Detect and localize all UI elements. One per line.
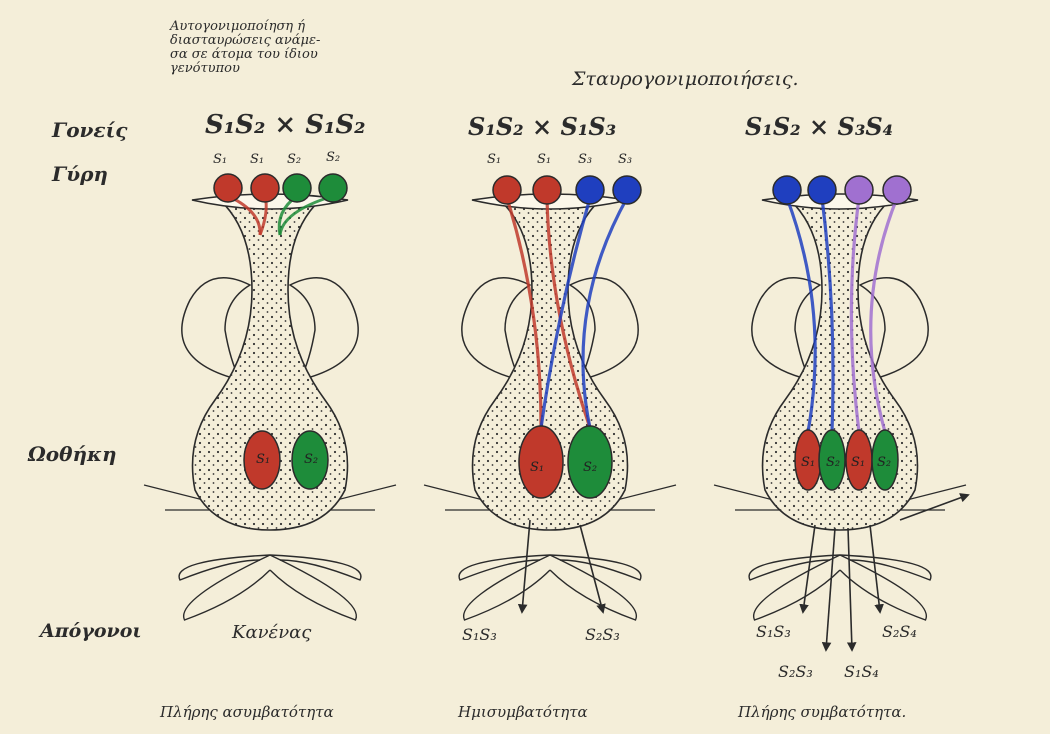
pollen-grain <box>773 176 801 204</box>
pollen-grain <box>883 176 911 204</box>
pollen-grain <box>493 176 521 204</box>
cross-3-offspring-1: S₁S₃ <box>756 622 791 641</box>
self-pollination-note: Αυτογονιμοποίηση ή διασταυρώσεις ανάμε- … <box>170 20 320 76</box>
cross-1-result: Πλήρης ασυμβατότητα <box>160 703 334 721</box>
cross-2-pollen-label-1: S₁ <box>487 152 501 167</box>
cross-2-pollen-label-4: S₃ <box>618 152 632 167</box>
pollen-grain <box>613 176 641 204</box>
cross-1-pollen-label-2: S₁ <box>250 152 264 167</box>
cross-3-ovule-label-2: S₂ <box>826 455 840 470</box>
pollen-grain <box>251 174 279 202</box>
cross-2-offspring-1: S₁S₃ <box>462 625 497 644</box>
offspring-arrow <box>870 525 880 612</box>
petal-outline <box>840 555 931 580</box>
cross-3-ovule-label-3: S₁ <box>851 455 865 470</box>
cross-2-pollen-label-3: S₃ <box>578 152 592 167</box>
cross-1-pollen-label-3: S₂ <box>287 152 301 167</box>
cross-3-ovule-label-4: S₂ <box>877 455 891 470</box>
cross-3-ovule-label-1: S₁ <box>801 455 815 470</box>
petal-outline <box>179 555 270 580</box>
parents-label: Γονείς <box>52 118 127 142</box>
petal-outline <box>550 555 641 580</box>
cross-1-ovule-label-2: S₂ <box>304 452 318 467</box>
offspring-arrow <box>848 528 852 650</box>
cross-2-ovule-label-1: S₁ <box>530 460 544 475</box>
pollen-grain <box>214 174 242 202</box>
flower-2 <box>424 176 676 620</box>
cross-2-offspring-2: S₂S₃ <box>585 625 620 644</box>
cross-2-pollen-label-2: S₁ <box>537 152 551 167</box>
pollen-grain <box>808 176 836 204</box>
ovary-label: Ωοθήκη <box>28 442 117 466</box>
pollen-grain <box>845 176 873 204</box>
pollen-grain <box>576 176 604 204</box>
cross-3-title: S₁S₂ × S₃S₄ <box>745 112 893 141</box>
cross-pollination-heading: Σταυρογονιμοποιήσεις. <box>572 68 799 90</box>
pollen-grain <box>533 176 561 204</box>
cross-1-pollen-label-4: S₂ <box>326 150 340 165</box>
offspring-label: Απόγονοι <box>40 620 142 642</box>
cross-1-offspring: Κανένας <box>232 622 311 643</box>
flower-3 <box>714 176 968 650</box>
offspring-arrow <box>826 528 835 650</box>
cross-1-title: S₁S₂ × S₁S₂ <box>205 110 366 140</box>
cross-3-result: Πλήρης συμβατότητα. <box>738 703 906 721</box>
offspring-arrow <box>580 525 603 612</box>
cross-1-pollen-label-1: S₁ <box>213 152 227 167</box>
cross-2-result: Ημισυμβατότητα <box>458 703 588 721</box>
petal-outline <box>270 555 361 580</box>
cross-3-offspring-2: S₂S₄ <box>882 622 917 641</box>
cross-3-offspring-3: S₂S₃ <box>778 662 813 681</box>
cross-2-title: S₁S₂ × S₁S₃ <box>468 112 616 141</box>
flower-1 <box>144 174 396 620</box>
cross-3-offspring-4: S₁S₄ <box>844 662 879 681</box>
pollen-label: Γύρη <box>52 162 108 186</box>
pollen-grain <box>319 174 347 202</box>
cross-2-ovule-label-2: S₂ <box>583 460 597 475</box>
pollen-grain <box>283 174 311 202</box>
cross-1-ovule-label-1: S₁ <box>256 452 270 467</box>
petal-outline <box>749 555 840 580</box>
petal-outline <box>459 555 550 580</box>
